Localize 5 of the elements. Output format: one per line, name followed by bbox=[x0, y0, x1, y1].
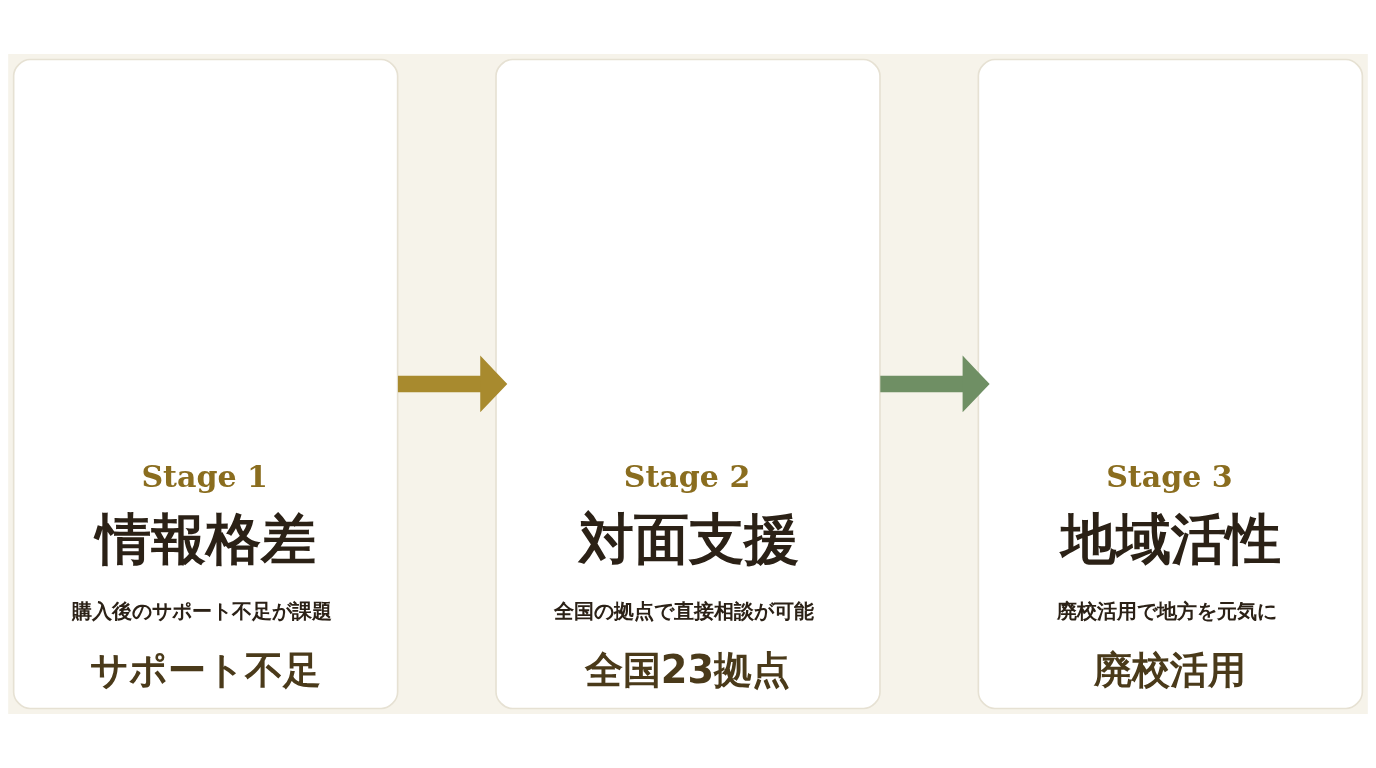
node-box: Stage 3 地域活性 廃校活用で地方を元気に 廃校活用 bbox=[977, 58, 1364, 710]
arrow bbox=[880, 355, 990, 413]
arrow bbox=[397, 355, 508, 413]
node-box: Stage 1 情報格差 購入後のサポート不足が課題 サポート不足 bbox=[12, 58, 399, 710]
node-box: Stage 2 対面支援 全国の拠点で直接相談が可能 全国23拠点 bbox=[495, 58, 881, 710]
